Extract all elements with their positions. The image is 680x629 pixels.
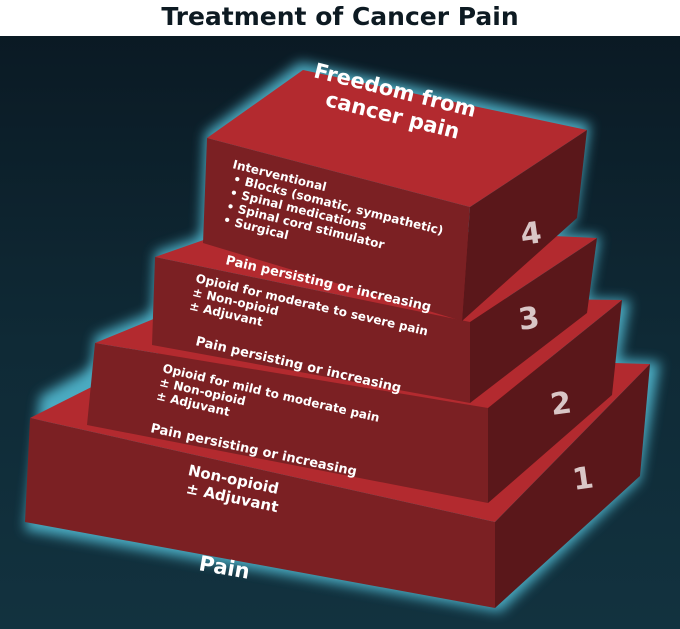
step-4-front-face — [203, 138, 470, 321]
diagram-title: Treatment of Cancer Pain — [161, 2, 519, 31]
step-1-number: 1 — [570, 460, 596, 498]
step-4-number: 4 — [518, 215, 544, 253]
step-2-front-face — [87, 343, 488, 503]
step-4-side-face — [462, 130, 587, 321]
step-1-front-face — [25, 418, 495, 608]
title-band — [0, 0, 680, 36]
step-3-front-face — [152, 257, 470, 403]
step-3-side-face — [470, 238, 597, 403]
step-2-number: 2 — [548, 385, 574, 423]
step-2-side-face — [488, 300, 622, 503]
step-4-top-face — [207, 70, 587, 207]
step-1-side-face — [495, 364, 650, 608]
step-4-block — [203, 70, 587, 321]
step-3-number: 3 — [516, 300, 542, 338]
